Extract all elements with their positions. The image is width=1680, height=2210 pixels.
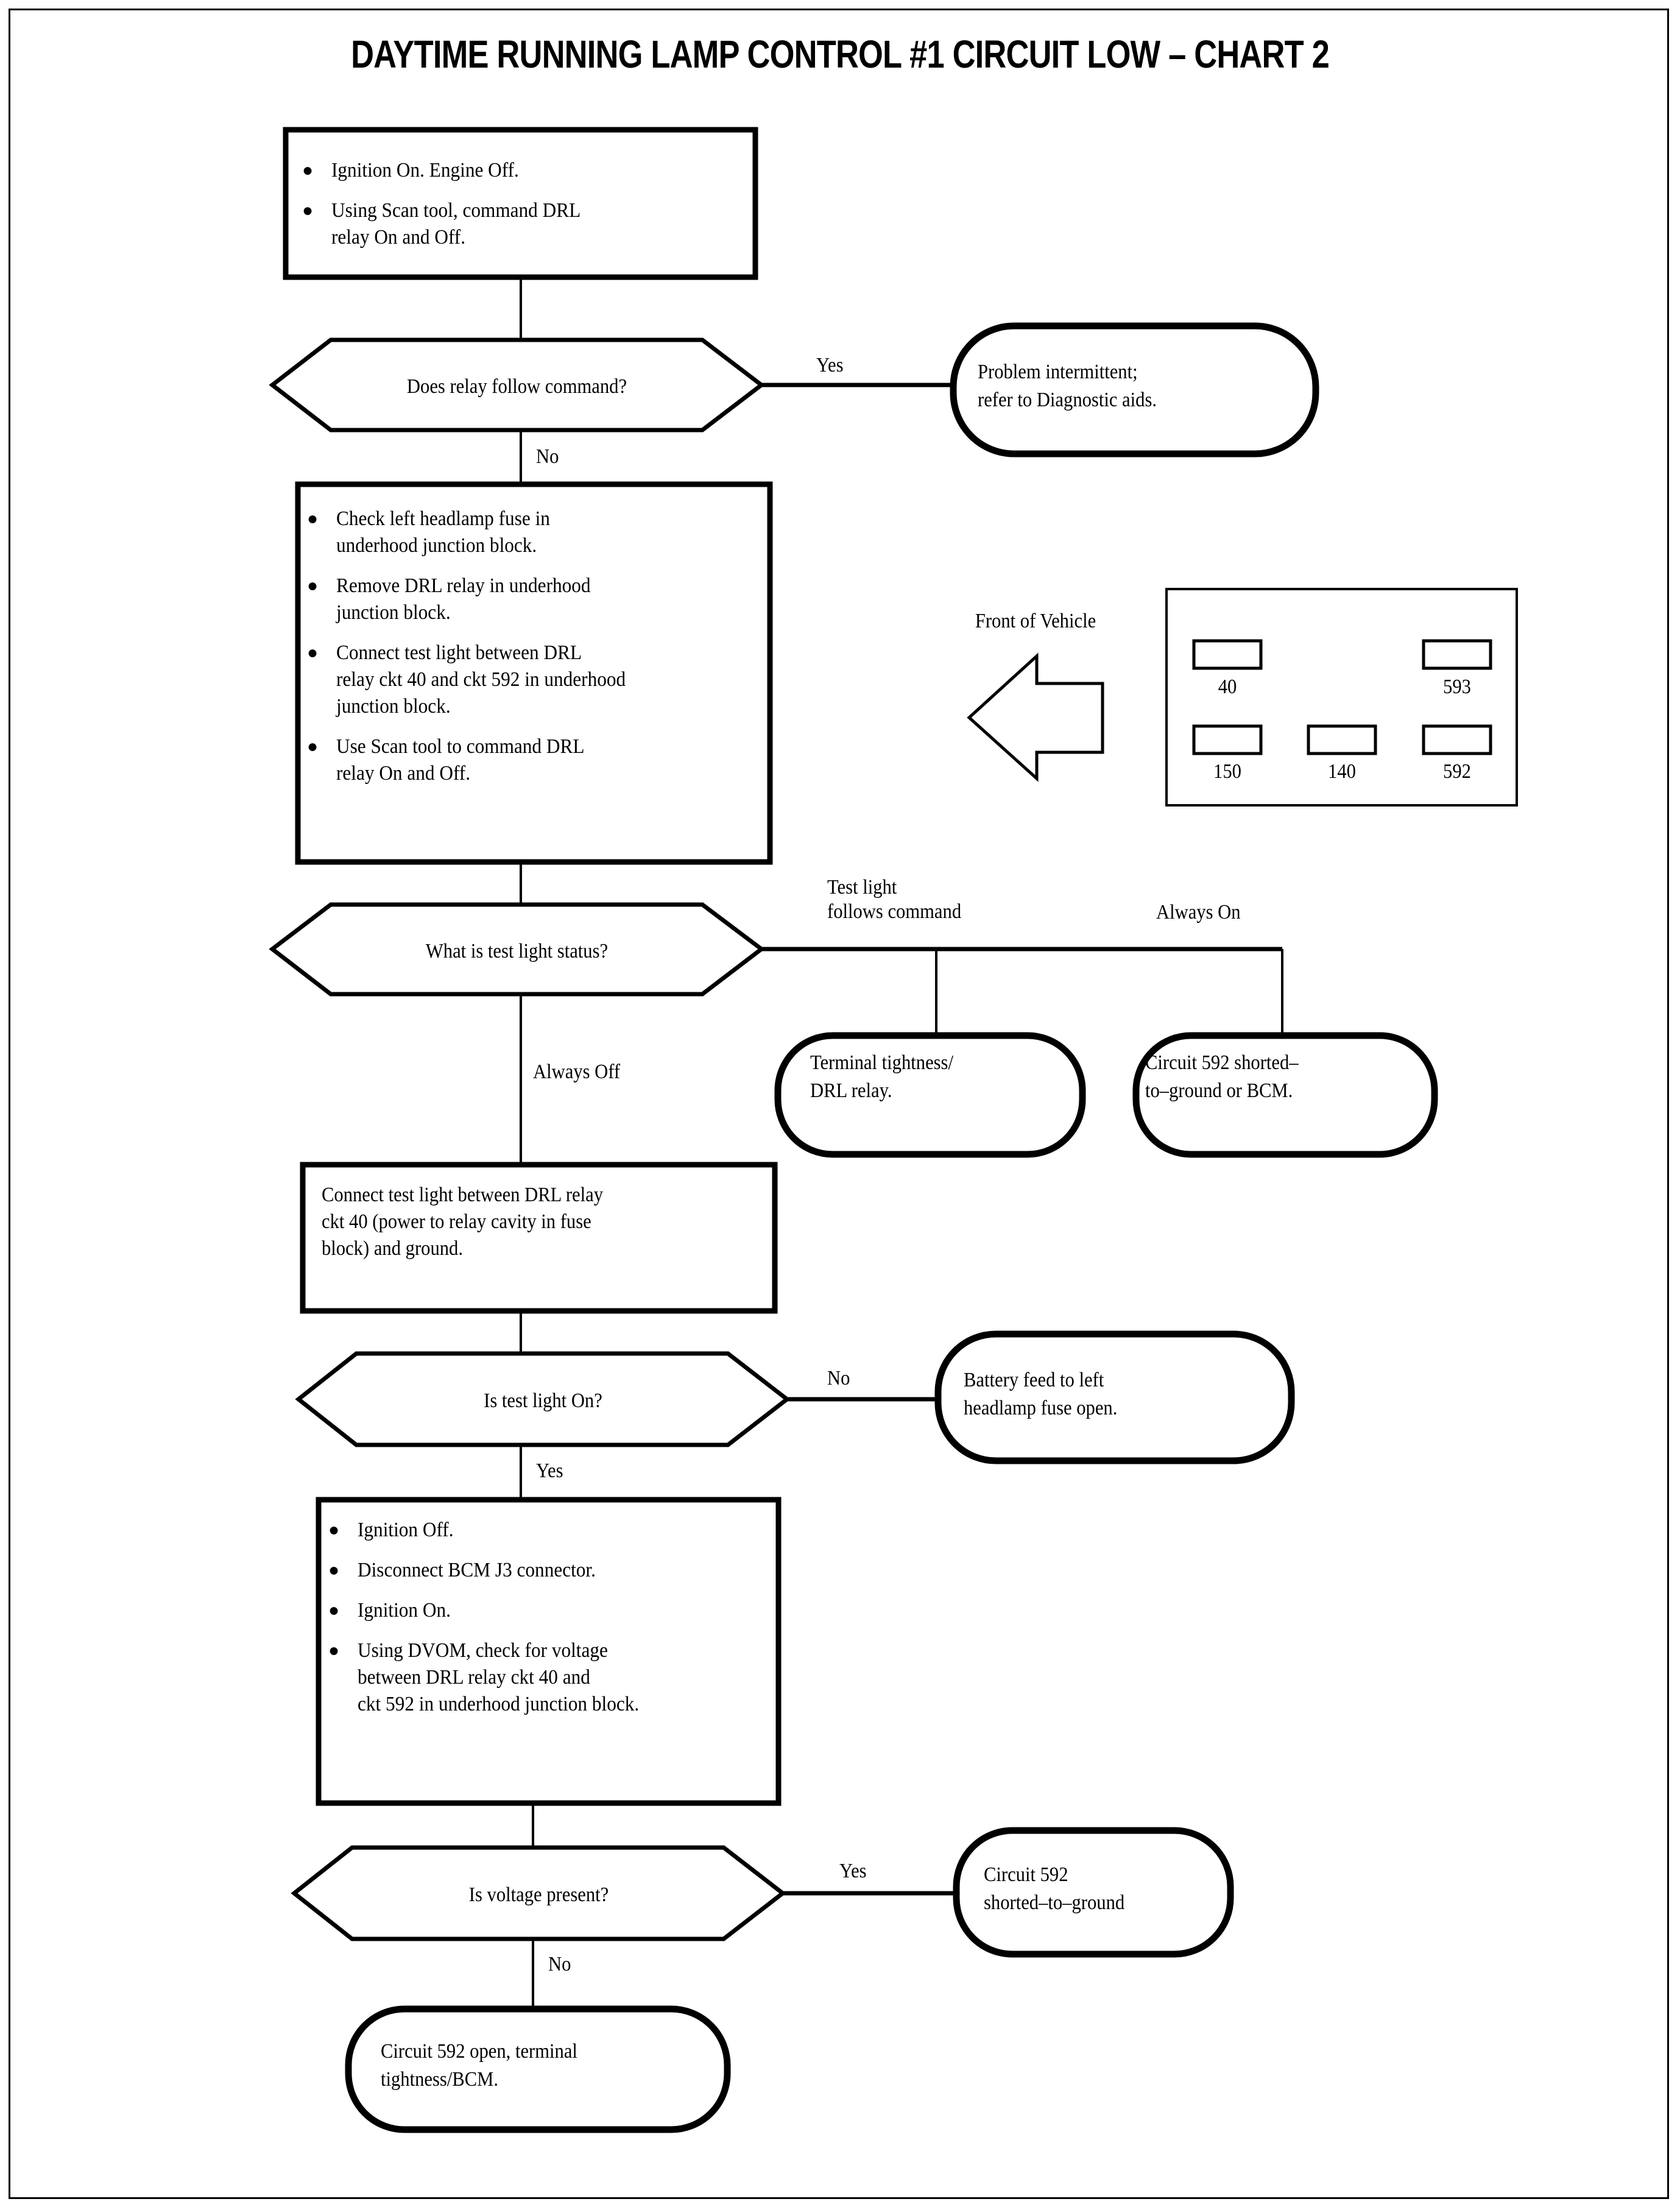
list-item: ● Disconnect BCM J3 connector. [326,1557,780,1584]
list-item: ● Check left headlamp fuse in underhood … [305,506,768,559]
bullet-icon: ● [328,1640,340,1661]
bullet-icon: ● [307,576,319,596]
cavity-label-40: 40 [1218,676,1237,698]
bullet-icon: ● [307,643,319,663]
bullet-icon: ● [328,1520,340,1540]
edge-label-d1-yes: Yes [816,354,844,376]
cavity-592 [1422,724,1492,755]
step1-bullet-1: Using Scan tool, command DRL relay On an… [331,199,581,249]
terminator-battery-feed-open [934,1330,1295,1464]
bullet-icon: ● [302,200,314,221]
step2-box [295,481,773,865]
bullet-icon: ● [328,1560,340,1580]
step3-box [300,1162,778,1314]
decision1-label: Does relay follow command? [406,375,627,398]
step2-bullet-list: ● Check left headlamp fuse in underhood … [305,506,768,800]
bullet-icon: ● [307,736,319,757]
decision2-label: What is test light status? [425,940,609,962]
terminator2-label: Terminal tightness/ DRL relay. [810,1051,953,1102]
cavity-label-150: 150 [1213,760,1241,783]
cavity-140 [1307,724,1377,755]
terminator6-label: Circuit 592 open, terminal tightness/BCM… [381,2040,577,2091]
edge-label-d2-follows-command: Test light follows command [827,876,962,923]
cavity-150 [1192,724,1263,755]
list-item: ● Using Scan tool, command DRL relay On … [300,197,744,251]
list-item: ● Using DVOM, check for voltage between … [326,1637,780,1718]
list-item: ● Ignition Off. [326,1517,780,1544]
cavity-593 [1422,639,1492,670]
cavity-40 [1192,639,1263,670]
list-item: ● Ignition On. [326,1597,780,1624]
terminator-ckt592-open [345,2005,731,2133]
edge-label-d3-no: No [827,1367,850,1389]
list-item: ● Use Scan tool to command DRL relay On … [305,733,768,787]
terminator3-label: Circuit 592 shorted– to–ground or BCM. [1145,1051,1299,1102]
step4-box [316,1497,782,1806]
bullet-icon: ● [302,160,314,180]
cavity-label-140: 140 [1328,760,1356,783]
list-item: ● Remove DRL relay in underhood junction… [305,573,768,626]
front-of-vehicle-caption: Front of Vehicle [975,610,1096,632]
front-of-vehicle-arrow-icon [967,652,1104,782]
edge-label-d1-no: No [536,445,559,468]
connector-outline-box [1165,588,1518,807]
list-item: ● Connect test light between DRL relay c… [305,640,768,720]
edge-label-d2-always-off: Always Off [533,1061,621,1083]
step3-text: Connect test light between DRL relay ckt… [322,1184,603,1260]
terminator1-label: Problem intermittent; refer to Diagnosti… [978,361,1157,411]
step4-bullet-2: Ignition On. [358,1599,451,1622]
step1-bullet-list: ● Ignition On. Engine Off. ● Using Scan … [300,157,744,264]
page-border [9,9,1669,2199]
step4-bullet-3: Using DVOM, check for voltage between DR… [358,1639,640,1715]
terminator5-label: Circuit 592 shorted–to–ground [984,1863,1125,1914]
step1-bullet-0: Ignition On. Engine Off. [331,159,519,182]
cavity-label-593: 593 [1443,676,1471,698]
bullet-icon: ● [328,1600,340,1620]
step2-bullet-2: Connect test light between DRL relay ckt… [336,641,626,718]
step4-bullet-0: Ignition Off. [358,1519,454,1541]
step4-bullet-1: Disconnect BCM J3 connector. [358,1559,596,1581]
page-title: DAYTIME RUNNING LAMP CONTROL #1 CIRCUIT … [351,32,1330,76]
terminator4-label: Battery feed to left headlamp fuse open. [964,1369,1118,1419]
edge-label-d4-yes: Yes [839,1860,867,1882]
decision4-label: Is voltage present? [468,1883,609,1906]
step2-bullet-3: Use Scan tool to command DRL relay On an… [336,735,585,785]
step4-bullet-list: ● Ignition Off. ● Disconnect BCM J3 conn… [326,1517,780,1731]
terminator-terminal-tightness [774,1032,1086,1158]
step2-bullet-1: Remove DRL relay in underhood junction b… [336,574,591,624]
decision3-label: Is test light On? [484,1389,602,1412]
terminator-ckt592-shorted-to-ground [953,1827,1234,1958]
step2-bullet-0: Check left headlamp fuse in underhood ju… [336,507,550,557]
terminator-ckt592-shorted-bcm [1132,1032,1438,1158]
edge-label-d3-yes: Yes [536,1460,563,1482]
bullet-icon: ● [307,509,319,529]
step1-box [283,127,758,280]
terminator-problem-intermittent [950,322,1319,457]
list-item: ● Ignition On. Engine Off. [300,157,744,184]
edge-label-d2-always-on: Always On [1156,901,1241,923]
edge-label-d4-no: No [548,1953,571,1975]
cavity-label-592: 592 [1443,760,1471,783]
